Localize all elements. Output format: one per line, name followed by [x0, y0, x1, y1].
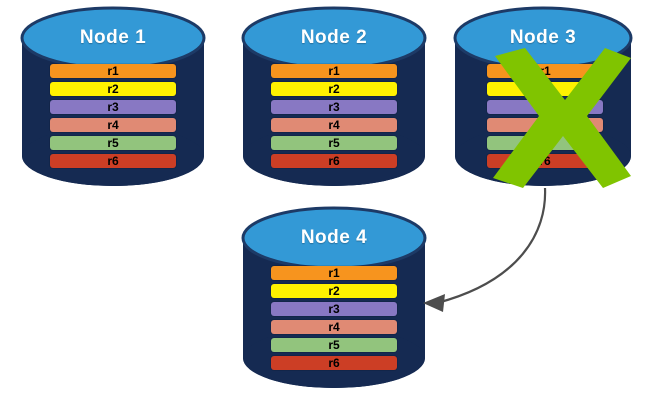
row-bar: r1 [50, 64, 176, 78]
row-bar: r5 [271, 136, 397, 150]
row-list: r1 r2 r3 r4 r5 r6 [50, 64, 176, 168]
row-list: r1 r2 r3 r4 r5 r6 [271, 266, 397, 370]
row-bar: r4 [271, 118, 397, 132]
row-bar: r3 [271, 302, 397, 316]
row-bar: r1 [271, 64, 397, 78]
row-bar: r1 [271, 266, 397, 280]
arrow-head [423, 294, 445, 312]
arrow-curve [436, 187, 547, 305]
row-bar: r6 [271, 154, 397, 168]
row-bar: r4 [271, 320, 397, 334]
row-bar: r5 [50, 136, 176, 150]
row-bar: r2 [271, 284, 397, 298]
row-bar: r3 [271, 100, 397, 114]
row-bar: r4 [50, 118, 176, 132]
row-bar: r2 [50, 82, 176, 96]
row-bar: r6 [50, 154, 176, 168]
row-bar: r2 [271, 82, 397, 96]
row-bar: r3 [50, 100, 176, 114]
row-list: r1 r2 r3 r4 r5 r6 [271, 64, 397, 168]
row-bar: r5 [271, 338, 397, 352]
row-bar: r6 [271, 356, 397, 370]
